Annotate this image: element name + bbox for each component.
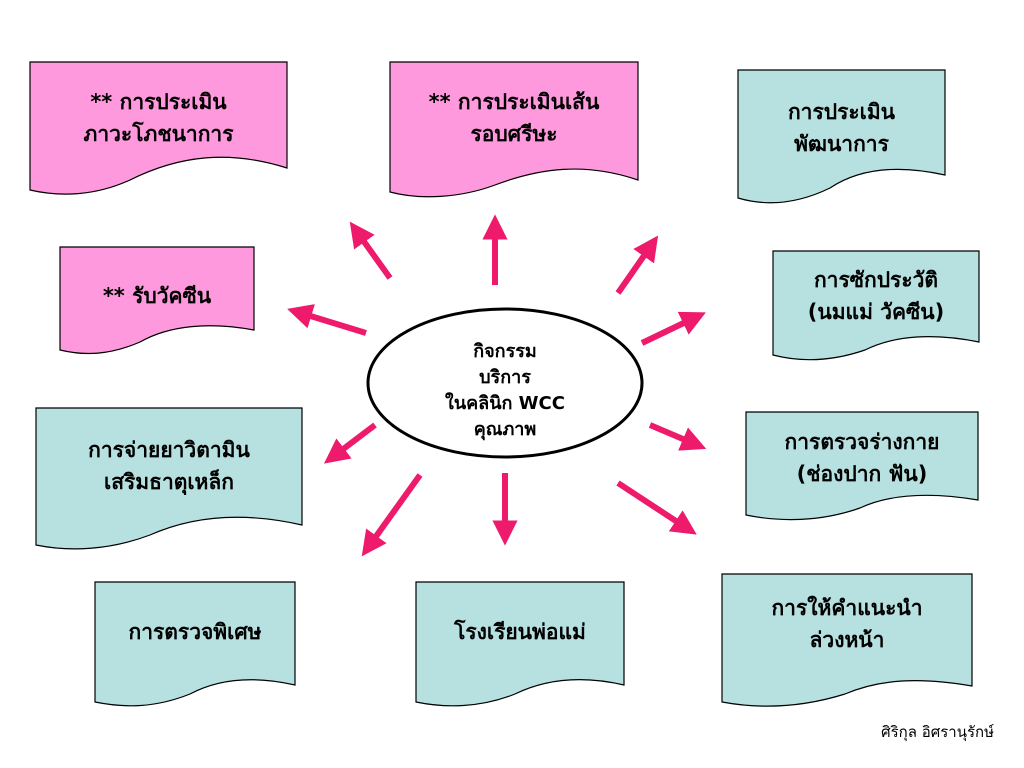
doc-shape-physical-exam (745, 411, 979, 521)
center-ellipse (366, 307, 644, 459)
node-label-vitamin: การจ่ายยาวิตามิน เสริมธาตุเหล็ก (88, 438, 250, 494)
author-credit: ศิริกุล อิศรานุรักษ์ (881, 723, 994, 741)
node-label-physical-exam: การตรวจร่างกาย (ช่องปาก ฟัน) (784, 430, 940, 486)
arrow-to-vaccine (287, 304, 367, 336)
arrow-to-physical-exam (648, 422, 707, 451)
doc-shape-head-circumference (389, 61, 639, 198)
arrow-to-vitamin (323, 422, 377, 464)
doc-shape-vaccine (59, 246, 255, 355)
node-label-history: การซักประวัติ (นมแม่ วัคซีน) (807, 268, 945, 324)
arrow-to-guidance (616, 480, 697, 535)
node-label-special-exam: การตรวจพิเศษ (128, 620, 262, 644)
center-label: กิจกรรม บริการ ในคลินิก WCC คุณภาพ (445, 341, 565, 440)
arrow-to-development (615, 235, 659, 295)
arrow-to-history (640, 311, 706, 346)
node-label-guidance: การให้คำแนะนำ ล่วงหน้า (771, 596, 923, 652)
node-label-parent-school: โรงเรียนพ่อแม่ (454, 620, 586, 644)
node-label-development: การประเมิน พัฒนาการ (787, 100, 896, 156)
arrow-group (287, 214, 707, 557)
node-label-vaccine: ** รับวัคซีน (102, 284, 212, 308)
doc-shape-parent-school (415, 581, 625, 707)
doc-shape-guidance (721, 573, 973, 707)
doc-shape-nutrition (29, 61, 288, 195)
arrow-to-special-exam (361, 473, 423, 557)
doc-shape-history (772, 250, 980, 361)
arrow-to-nutrition (349, 221, 393, 280)
node-label-nutrition: ** การประเมิน ภาวะโภชนาการ (83, 90, 234, 146)
doc-shape-special-exam (94, 581, 296, 707)
doc-shape-development (737, 69, 946, 204)
node-label-head-circumference: ** การประเมินเส้น รอบศรีษะ (428, 90, 600, 146)
doc-shape-vitamin (35, 407, 303, 550)
